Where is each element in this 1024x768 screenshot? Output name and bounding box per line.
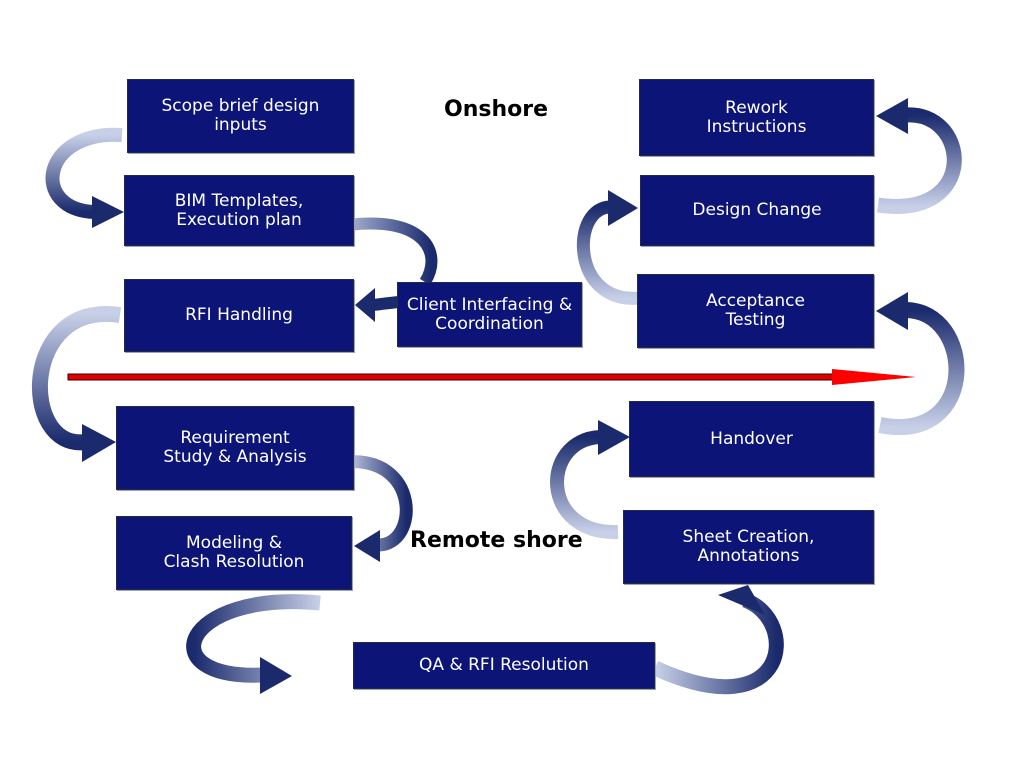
- arrow-qa-to-sheet: [651, 585, 784, 695]
- arrow-design-change-to-rework: [876, 98, 962, 214]
- box-acceptance-testing: Acceptance Testing: [637, 274, 874, 348]
- arrow-modeling-to-qa: [186, 594, 321, 694]
- box-scope-brief: Scope brief design inputs: [127, 79, 354, 153]
- box-rfi-handling: RFI Handling: [124, 279, 354, 352]
- arrow-requirement-to-modeling: [344, 455, 413, 562]
- box-bim-templates: BIM Templates, Execution plan: [124, 175, 354, 246]
- arrow-rfi-to-requirement: [31, 305, 122, 462]
- box-design-change: Design Change: [640, 175, 874, 246]
- zone-label-remote-shore: Remote shore: [410, 528, 583, 553]
- arrow-acceptance-to-design-change: [576, 190, 641, 305]
- arrow-scope-to-bim: [45, 127, 124, 228]
- zone-label-onshore: Onshore: [444, 97, 549, 122]
- arrow-bim-to-client: [328, 217, 438, 286]
- arrow-handover-to-acceptance: [876, 292, 965, 435]
- arrow-sheet-to-handover: [550, 420, 630, 540]
- arrow-client-to-rfi: [355, 288, 401, 322]
- box-handover: Handover: [629, 401, 874, 477]
- onshore-remote-divider-arrow: [67, 369, 916, 385]
- box-sheet-creation: Sheet Creation, Annotations: [623, 510, 874, 584]
- box-qa-rfi-resolution: QA & RFI Resolution: [353, 642, 655, 689]
- box-client-interfacing: Client Interfacing & Coordination: [397, 282, 582, 347]
- box-modeling-clash: Modeling & Clash Resolution: [116, 516, 352, 590]
- box-rework-instructions: Rework Instructions: [639, 79, 874, 156]
- box-requirement-study: Requirement Study & Analysis: [116, 406, 354, 490]
